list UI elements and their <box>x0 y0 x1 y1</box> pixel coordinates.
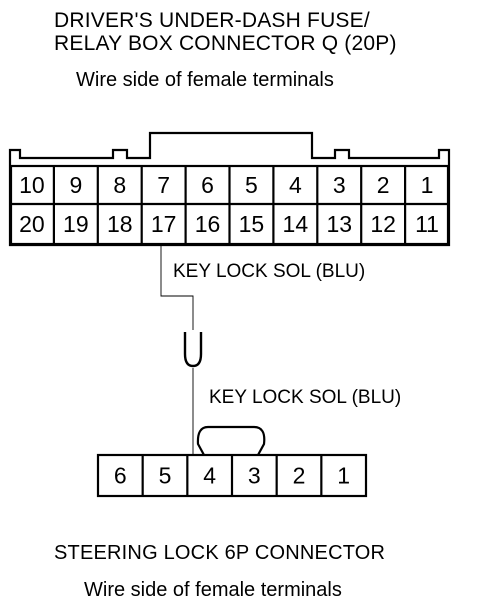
junction-u-icon <box>183 332 203 368</box>
top-connector-title-line1: DRIVER'S UNDER-DASH FUSE/ <box>54 9 370 32</box>
top-pin-16: 16 <box>195 211 221 237</box>
bottom-pin-5: 5 <box>159 463 172 489</box>
top-pin-12: 12 <box>370 211 396 237</box>
top-connector-row2: 20 19 18 17 16 15 14 13 12 11 <box>19 211 439 237</box>
bottom-pin-1: 1 <box>337 463 350 489</box>
top-pin-4: 4 <box>289 172 302 198</box>
top-pin-8: 8 <box>113 172 126 198</box>
top-pin-2: 2 <box>377 172 390 198</box>
bottom-connector-latch <box>196 425 266 456</box>
top-connector-title-line2: RELAY BOX CONNECTOR Q (20P) <box>54 32 397 55</box>
bottom-pin-2: 2 <box>293 463 306 489</box>
bottom-pin-6: 6 <box>114 463 127 489</box>
top-pin-10: 10 <box>19 172 45 198</box>
top-connector-grid <box>9 164 450 246</box>
top-pin-14: 14 <box>283 211 309 237</box>
top-connector-row1: 10 9 8 7 6 5 4 3 2 1 <box>19 172 433 198</box>
bottom-connector-housing <box>96 453 368 498</box>
bottom-connector-pins: 6 5 4 3 2 1 <box>114 463 350 489</box>
top-pin-3: 3 <box>333 172 346 198</box>
bottom-pin-4: 4 <box>203 463 216 489</box>
wire-label-bottom: KEY LOCK SOL (BLU) <box>209 387 402 408</box>
top-pin-1: 1 <box>421 172 434 198</box>
bottom-connector-subtitle: Wire side of female terminals <box>84 579 342 601</box>
top-pin-9: 9 <box>69 172 82 198</box>
top-connector-housing <box>8 131 451 247</box>
top-pin-7: 7 <box>157 172 170 198</box>
top-pin-13: 13 <box>326 211 352 237</box>
top-pin-17: 17 <box>151 211 177 237</box>
top-pin-18: 18 <box>107 211 133 237</box>
top-pin-6: 6 <box>201 172 214 198</box>
wire-label-top: KEY LOCK SOL (BLU) <box>173 261 366 282</box>
top-pin-20: 20 <box>19 211 45 237</box>
top-connector-subtitle: Wire side of female terminals <box>76 69 334 91</box>
top-pin-11: 11 <box>415 211 439 237</box>
wire-upper <box>160 244 194 330</box>
top-pin-5: 5 <box>245 172 258 198</box>
bottom-connector-title: STEERING LOCK 6P CONNECTOR <box>54 542 386 564</box>
bottom-pin-3: 3 <box>248 463 261 489</box>
top-pin-19: 19 <box>63 211 89 237</box>
top-pin-15: 15 <box>239 211 265 237</box>
